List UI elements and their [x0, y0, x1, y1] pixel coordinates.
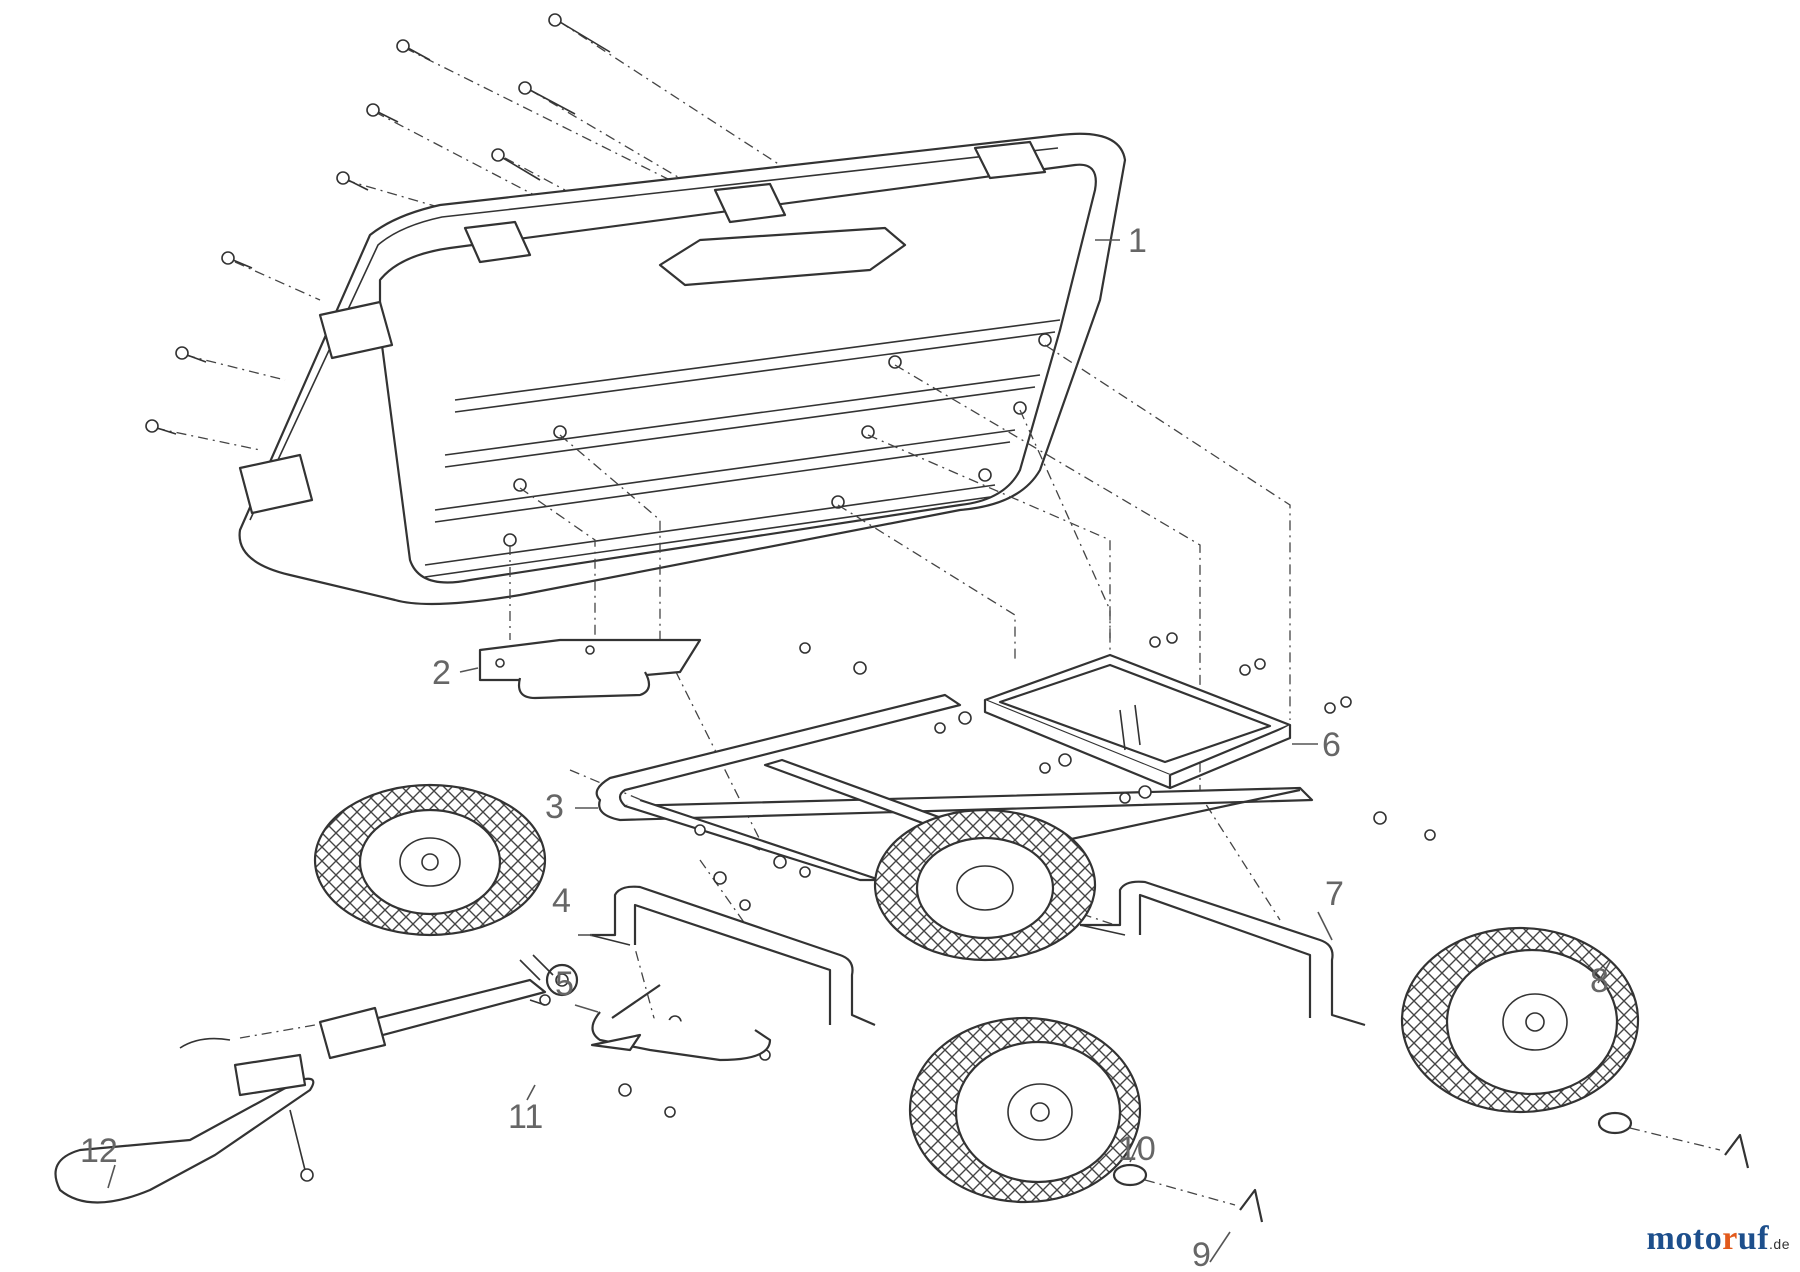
axle-part-7	[1079, 880, 1366, 1027]
brand-logo-part-2: r	[1722, 1220, 1738, 1257]
axle-part-4	[589, 885, 876, 1027]
brand-logo-part-3: uf	[1737, 1220, 1770, 1257]
callout-4: 4	[552, 882, 571, 920]
wheel-part-8	[1400, 926, 1640, 1114]
callout-3: 3	[545, 788, 564, 826]
callout-5: 5	[555, 965, 574, 1003]
screw-icon	[145, 419, 177, 435]
brand-logo-part-1: moto	[1646, 1220, 1723, 1257]
screw-icon	[366, 103, 399, 123]
drawbar-part-11	[318, 954, 579, 1060]
hitch-part-5	[590, 984, 772, 1062]
wheel-back-left	[313, 783, 547, 937]
pin-part-9	[1239, 1133, 1750, 1223]
handle-part-12	[54, 994, 551, 1204]
brand-logo: motoruf.de	[1647, 1220, 1790, 1258]
screw-icon	[396, 39, 431, 61]
callout-9: 9	[1192, 1236, 1211, 1272]
callout-1: 1	[1128, 222, 1147, 260]
screw-icon	[548, 13, 611, 53]
screw-icon	[175, 346, 207, 363]
wheel-back-right	[873, 808, 1097, 962]
tub-part-1	[238, 132, 1127, 606]
callout-7: 7	[1325, 875, 1344, 913]
brand-logo-tld: .de	[1769, 1236, 1790, 1252]
callout-12: 12	[80, 1132, 118, 1170]
bracket-part-2	[478, 638, 702, 700]
tub-holes	[503, 333, 1052, 547]
callout-10: 10	[1118, 1130, 1156, 1168]
callout-labels: 1 2 3 4 5 6 7 8 9 10 11 12	[80, 222, 1609, 1272]
washer-part-10	[1112, 1111, 1721, 1206]
screw-icon	[221, 251, 253, 269]
callout-11: 11	[508, 1098, 543, 1136]
rim-screws	[145, 13, 611, 435]
callout-2: 2	[432, 654, 451, 692]
leader-lines	[107, 239, 1611, 1263]
callout-6: 6	[1322, 726, 1341, 764]
screw-icon	[336, 171, 369, 191]
wheel-front-left	[908, 1016, 1142, 1204]
callout-8: 8	[1590, 962, 1609, 1000]
screw-icon	[491, 148, 541, 181]
frame-part-6	[983, 653, 1292, 790]
screw-icon	[518, 81, 576, 115]
